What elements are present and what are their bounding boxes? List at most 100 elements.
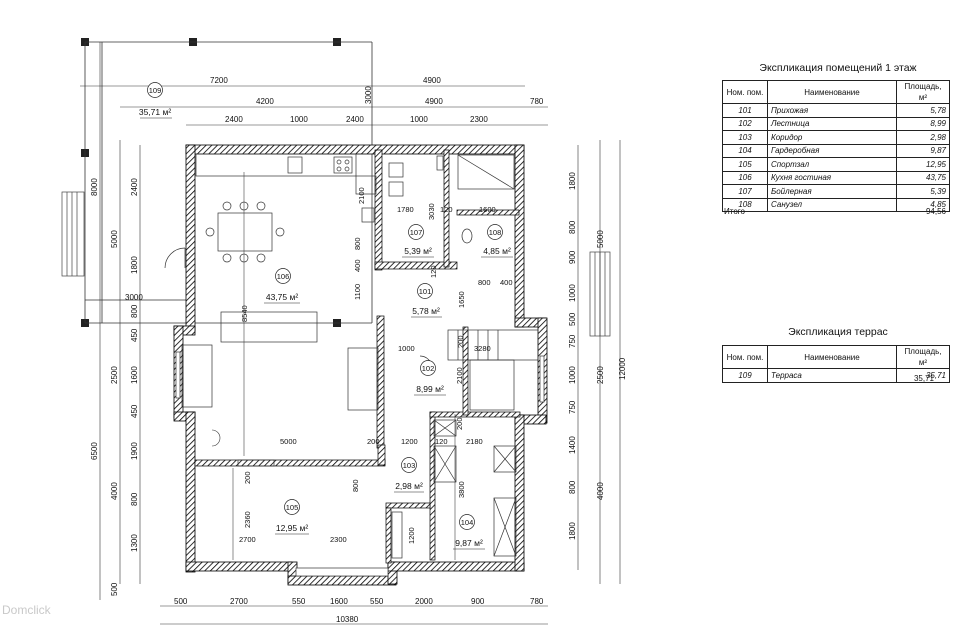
cell-name: Прихожая (767, 103, 897, 118)
dim-right-mid-2: 2500 (596, 366, 605, 384)
dim-left-inner-1: 2400 (130, 178, 139, 196)
int-dim-25: 2360 (243, 511, 252, 528)
cell-number: 102 (722, 116, 768, 131)
dim-left-mid-3: 2500 (110, 366, 119, 384)
dim-top-inner-4: 1000 (410, 115, 428, 124)
terrace-outline (84, 41, 373, 324)
room-102-area: 8,99 м² (416, 384, 444, 394)
dim-right-inner-3: 900 (568, 250, 577, 264)
room-labels: 109 35,71 м² 106 43,75 м² 107 5,39 м² 10… (139, 86, 511, 548)
cell-name: Кухня гостиная (767, 170, 897, 185)
terrace-table-header: Ном. пом. Наименование Площадь, м² (722, 345, 950, 369)
cell-name: Санузел (767, 197, 897, 212)
rooms-table-title: Экспликация помещений 1 этаж (759, 62, 917, 74)
int-dim-13: 8540 (240, 305, 249, 322)
watermark-logo: Domclick (2, 603, 51, 617)
dim-left-inner-7: 1900 (130, 442, 139, 460)
dim-bottom-1: 500 (174, 597, 188, 606)
dim-top-outer-2: 4900 (423, 76, 441, 85)
dim-right-inner-9: 1400 (568, 436, 577, 454)
int-dim-26: 800 (351, 479, 360, 492)
dim-bottom-6: 2000 (415, 597, 433, 606)
dim-top-mid-3: 4900 (425, 97, 443, 106)
cell-area: 5,39 (896, 184, 950, 199)
room-104-number: 104 (461, 518, 474, 527)
rooms-total-label: Итого (724, 207, 745, 216)
rooms-total-value: 94,56 (925, 207, 946, 216)
dimension-texts: 7200 4900 4200 3000 4900 2400 1000 2400 … (90, 76, 627, 624)
cell-name: Бойлерная (767, 184, 897, 199)
interior-dimension-texts: 2100 3030 1780 120 1600 800 400 120 800 … (239, 187, 513, 544)
room-104-area: 9,87 м² (455, 538, 483, 548)
cell-name: Лестница (767, 116, 897, 131)
int-dim-20: 200 (367, 437, 380, 446)
int-dim-17: 2100 (455, 367, 464, 384)
room-108-area: 4,85 м² (483, 246, 511, 256)
header-area: Площадь, м² (896, 80, 950, 104)
header-name: Наименование (767, 80, 897, 104)
int-dim-27: 3800 (457, 481, 466, 498)
int-dim-23: 2180 (466, 437, 483, 446)
terrace-number: 109 (149, 86, 162, 95)
cell-name: Терраса (767, 368, 897, 383)
int-dim-7: 400 (353, 259, 362, 272)
cell-area: 8,99 (896, 116, 950, 131)
dim-bottom-8: 780 (530, 597, 544, 606)
room-103-area: 2,98 м² (395, 481, 423, 491)
int-dim-30: 2300 (330, 535, 347, 544)
int-dim-4: 120 (440, 205, 453, 214)
int-dim-18: 200 (455, 417, 464, 430)
int-dim-24: 200 (243, 471, 252, 484)
int-dim-12: 1650 (457, 291, 466, 308)
dim-left-outer-2: 6500 (90, 442, 99, 460)
terrace-table-title: Экспликация террас (788, 326, 888, 338)
dim-right-inner-2: 800 (568, 220, 577, 234)
dim-right-inner-4: 1000 (568, 284, 577, 302)
dim-right-outer-1: 12000 (618, 357, 627, 380)
dim-right-inner-7: 1000 (568, 366, 577, 384)
int-dim-19: 5000 (280, 437, 297, 446)
cell-number: 101 (722, 103, 768, 118)
header-area: Площадь, м² (896, 345, 950, 369)
int-dim-15: 200 (456, 335, 465, 348)
room-markers (147, 82, 503, 530)
dim-right-inner-5: 500 (568, 312, 577, 326)
int-dim-1: 2100 (357, 187, 366, 204)
dim-right-inner-11: 1800 (568, 522, 577, 540)
dim-bottom-3: 550 (292, 597, 306, 606)
int-dim-16: 3280 (474, 344, 491, 353)
dim-top-inner-6: 780 (530, 97, 544, 106)
int-dim-29: 2700 (239, 535, 256, 544)
cell-number: 105 (722, 157, 768, 172)
room-102-number: 102 (422, 364, 435, 373)
room-101-area: 5,78 м² (412, 306, 440, 316)
furniture (164, 153, 545, 577)
dim-top-inner-2: 1000 (290, 115, 308, 124)
terrace-area: 35,71 м² (139, 107, 171, 117)
dim-left-inner-9: 1300 (130, 534, 139, 552)
interior-walls (194, 149, 521, 564)
section-lines (232, 172, 456, 560)
dim-bottom-5: 550 (370, 597, 384, 606)
cell-name: Спортзал (767, 157, 897, 172)
dim-top-mid-1: 4200 (256, 97, 274, 106)
terrace-total-value: 35,71 (913, 374, 934, 383)
cell-area: 4,85 (896, 197, 950, 212)
cell-area: 35,71 (896, 368, 950, 383)
cell-area: 12,95 (896, 157, 950, 172)
dim-left-mid-5: 500 (110, 582, 119, 596)
int-dim-28: 1200 (407, 527, 416, 544)
cell-number: 106 (722, 170, 768, 185)
dim-left-inner-2: 1800 (130, 256, 139, 274)
dim-left-inner-8: 800 (130, 492, 139, 506)
room-108-number: 108 (489, 228, 502, 237)
dim-left-mid-1: 5000 (110, 230, 119, 248)
